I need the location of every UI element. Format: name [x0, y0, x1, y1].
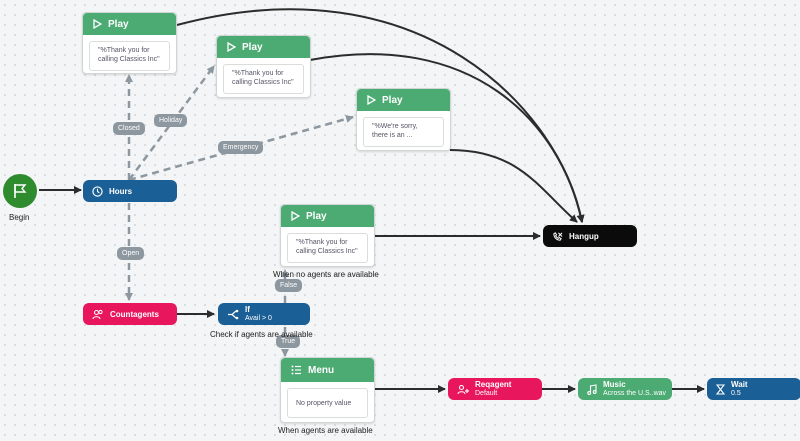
countagents-title: Countagents [110, 309, 159, 319]
person-add-icon [457, 384, 469, 394]
flag-icon [14, 184, 27, 198]
if-node[interactable]: If Avail > 0 [218, 303, 310, 325]
menu-node-header: Menu [281, 358, 374, 382]
menu-node[interactable]: Menu No property value [280, 357, 375, 423]
reqagent-title: Reqagent [475, 380, 512, 389]
wait-node[interactable]: Wait 0.5 [707, 378, 800, 400]
play-node-2-title: Play [242, 41, 263, 53]
play-icon [93, 19, 102, 29]
edge-label-emergency: Emergency [218, 141, 264, 154]
menu-text: No property value [287, 388, 368, 418]
play-node-2[interactable]: Play "%Thank you for calling Classics In… [216, 35, 311, 98]
play-node-4-title: Play [306, 210, 327, 222]
wait-subtitle: 0.5 [731, 390, 741, 397]
play-node-1-text: "%Thank you for calling Classics Inc" [89, 41, 170, 71]
play-node-4[interactable]: Play "%Thank you for calling Classics In… [280, 204, 375, 267]
reqagent-node[interactable]: Reqagent Default [448, 378, 542, 400]
play-node-1-header: Play [83, 13, 176, 35]
play-node-4-text: "%Thank you for calling Classics Inc" [287, 233, 368, 263]
list-icon [291, 365, 301, 375]
hours-title: Hours [109, 186, 133, 196]
menu-title: Menu [308, 364, 335, 376]
begin-node[interactable] [3, 174, 37, 208]
wait-title: Wait [731, 380, 748, 389]
clock-icon [92, 185, 103, 197]
edge-hours-play3-emergency [128, 115, 354, 182]
edge-label-holiday: Holiday [154, 114, 188, 127]
play-node-3[interactable]: Play "%We're sorry, there is an ... [356, 88, 451, 151]
music-subtitle: Across the U.S..wav [603, 390, 667, 397]
edge-play2-hangup [309, 53, 585, 223]
music-note-icon [587, 383, 597, 395]
edge-label-true: True [276, 335, 301, 348]
edge-label-closed: Closed [113, 122, 145, 135]
play-node-1-title: Play [108, 18, 129, 30]
play-node-2-header: Play [217, 36, 310, 58]
begin-label: Begin [9, 213, 30, 222]
music-node[interactable]: Music Across the U.S..wav [578, 378, 672, 400]
hourglass-icon [716, 383, 725, 395]
if-title: If [245, 305, 250, 314]
play-node-3-text: "%We're sorry, there is an ... [363, 117, 444, 147]
play-node-2-text: "%Thank you for calling Classics Inc" [223, 64, 304, 94]
play-node-3-title: Play [382, 94, 403, 106]
music-title: Music [603, 380, 626, 389]
hours-node[interactable]: Hours [83, 180, 177, 202]
phone-hangup-icon [553, 231, 563, 241]
edge-label-open: Open [117, 247, 145, 260]
caption-check-agents: Check if agents are available [210, 330, 313, 339]
hangup-title: Hangup [569, 231, 599, 241]
people-icon [92, 309, 103, 319]
play-icon [291, 211, 300, 221]
play-node-4-header: Play [281, 205, 374, 227]
if-subtitle: Avail > 0 [245, 315, 272, 322]
caption-when-agents: When agents are available [278, 426, 373, 435]
play-icon [227, 42, 236, 52]
reqagent-subtitle: Default [475, 390, 498, 397]
hangup-node[interactable]: Hangup [543, 225, 637, 247]
edge-play3-hangup [449, 149, 578, 223]
branch-icon [228, 309, 239, 319]
caption-when-no-agents: When no agents are available [273, 270, 379, 279]
countagents-node[interactable]: Countagents [83, 303, 177, 325]
play-node-3-header: Play [357, 89, 450, 111]
edge-label-false: False [275, 279, 303, 292]
play-icon [367, 95, 376, 105]
play-node-1[interactable]: Play "%Thank you for calling Classics In… [82, 12, 177, 74]
